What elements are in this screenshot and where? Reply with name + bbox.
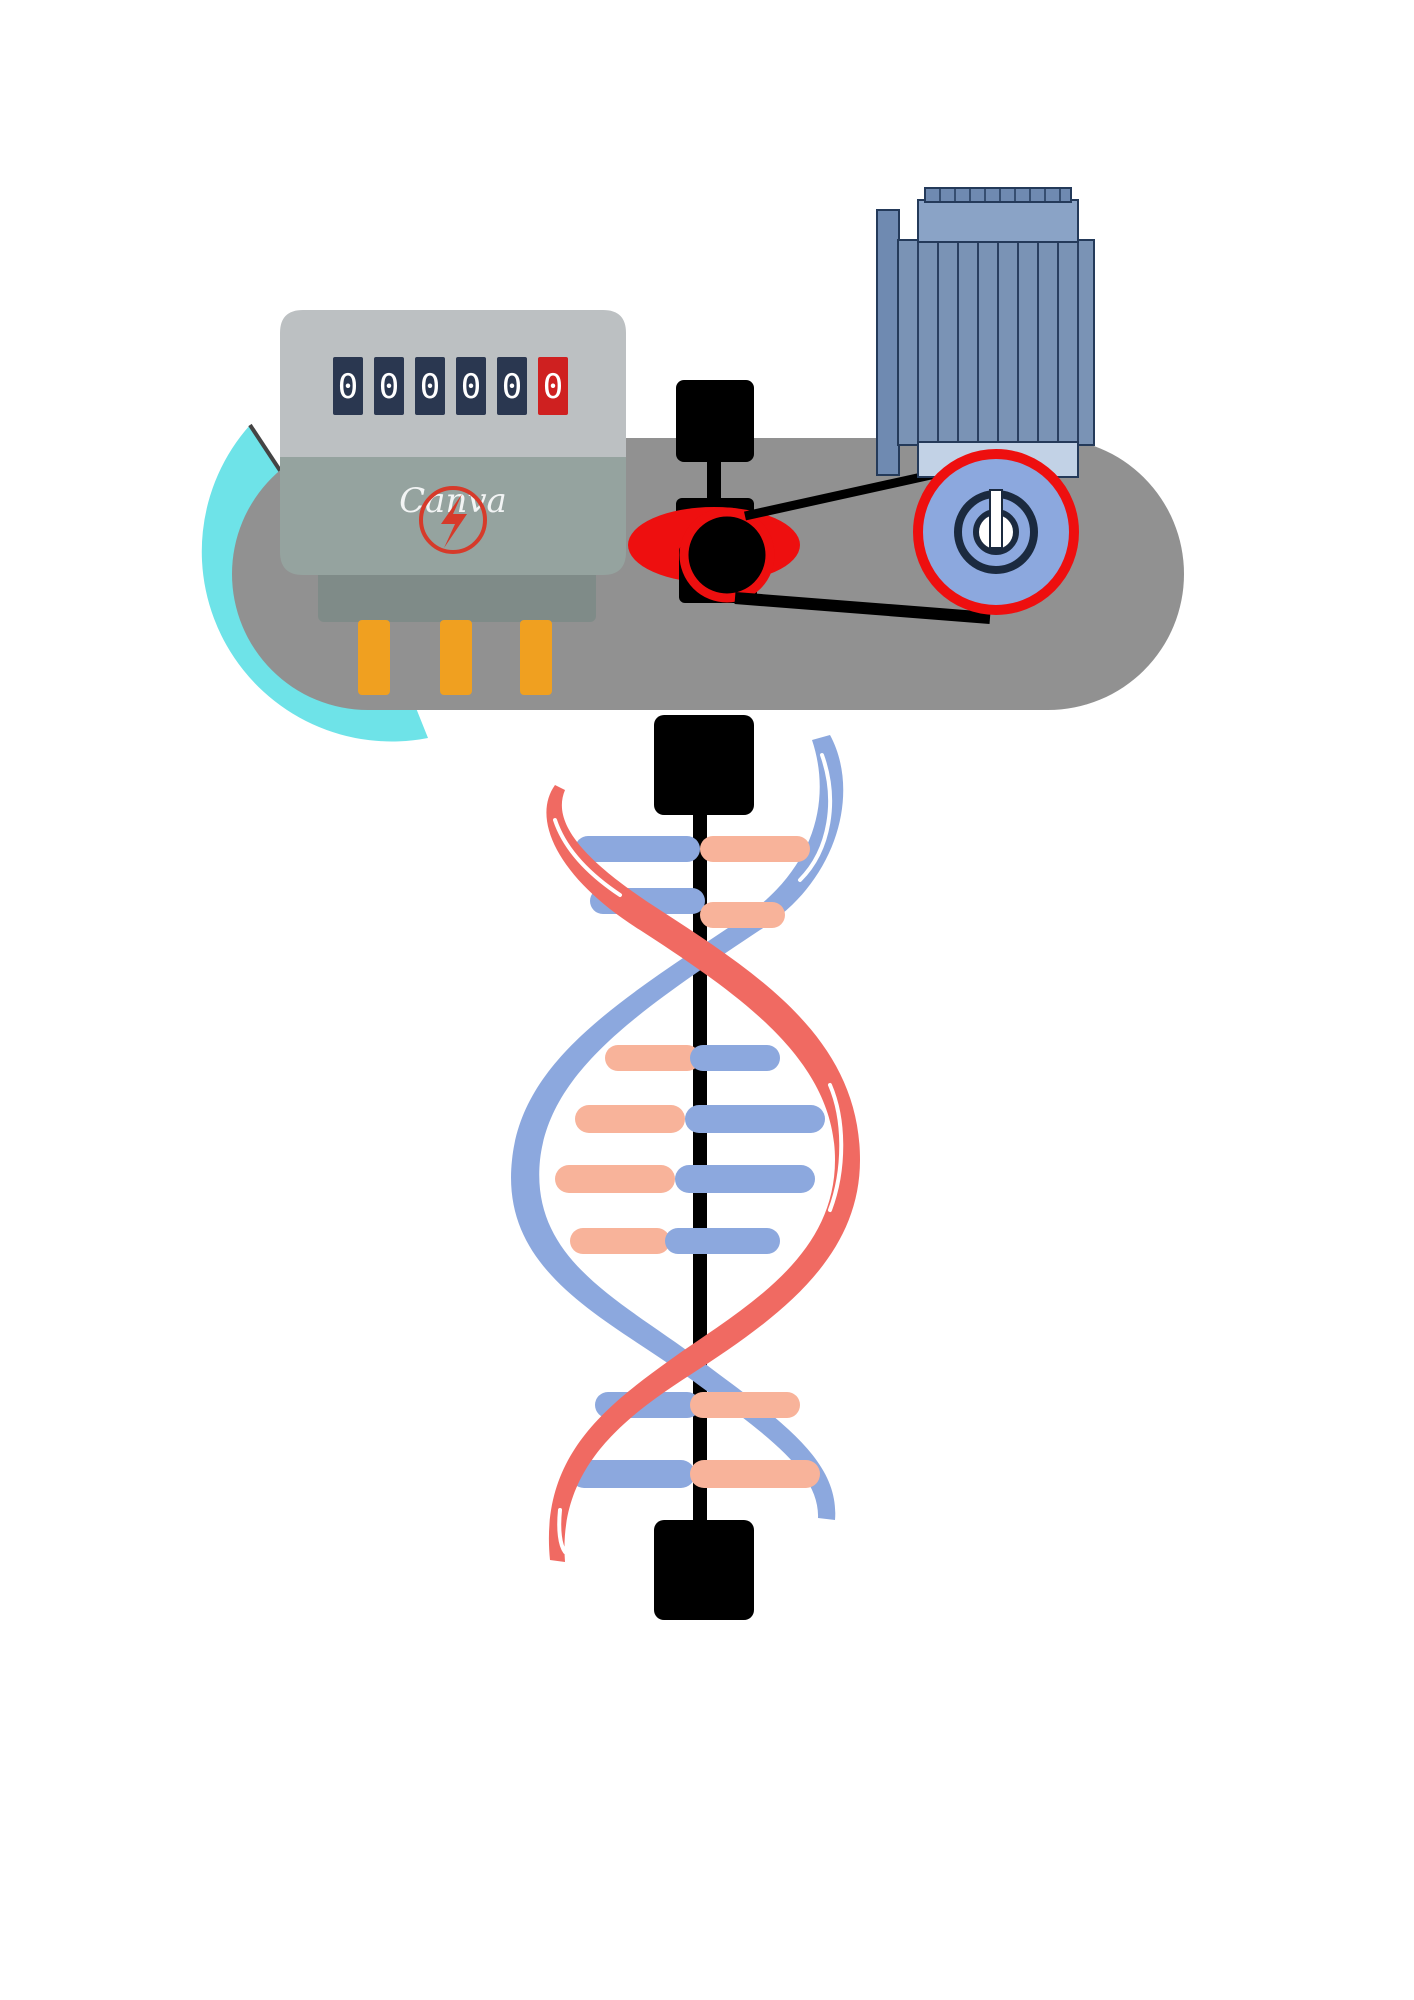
cyan-arc-tick bbox=[248, 423, 285, 477]
lightning-bolt-icon bbox=[419, 486, 487, 554]
meter-digit: 0 bbox=[543, 367, 563, 407]
meter-digit-box bbox=[497, 357, 527, 415]
dna-helix-icon bbox=[511, 735, 860, 1562]
drive-belt bbox=[734, 592, 991, 624]
meter-digit: 0 bbox=[379, 367, 399, 407]
meter-leg bbox=[358, 620, 390, 695]
meter-digit-box bbox=[333, 357, 363, 415]
meter-digit-box bbox=[456, 357, 486, 415]
dna-red-highlight bbox=[553, 818, 622, 897]
motor-fins bbox=[917, 240, 1079, 445]
meter-body-top bbox=[280, 310, 626, 457]
meter-digit-box bbox=[374, 357, 404, 415]
meter-display: 0 0 0 0 0 0 bbox=[333, 357, 568, 415]
electric-meter-icon: 0 0 0 0 0 0 Canva bbox=[280, 310, 626, 695]
motor-mount bbox=[876, 209, 900, 476]
dna-rung bbox=[555, 1165, 815, 1193]
dna-rung bbox=[575, 836, 810, 862]
meter-digit: 0 bbox=[461, 367, 481, 407]
meter-digit: 0 bbox=[338, 367, 358, 407]
meter-digit-box bbox=[415, 357, 445, 415]
motor-body bbox=[897, 239, 1095, 446]
motor-top-rim bbox=[924, 187, 1072, 203]
dna-rung bbox=[605, 1045, 780, 1071]
drive-pulley bbox=[679, 507, 775, 603]
drive-belt bbox=[744, 468, 941, 521]
drive-stem bbox=[707, 460, 721, 500]
electric-motor-icon bbox=[876, 187, 1095, 615]
drive-top-block bbox=[676, 380, 754, 462]
motor-shaft bbox=[989, 489, 1003, 549]
motor-top-ridges bbox=[939, 188, 1061, 202]
dna-rung bbox=[570, 1228, 780, 1254]
motor-top-cap bbox=[917, 199, 1079, 243]
dna-rung bbox=[570, 1460, 820, 1488]
shaft-top-coupling bbox=[654, 715, 754, 815]
dna-red-highlight bbox=[557, 1508, 567, 1554]
dna-red-strand bbox=[546, 785, 860, 1562]
shaft-bottom-coupling bbox=[654, 1520, 754, 1620]
meter-base bbox=[318, 560, 596, 622]
meter-digit: 0 bbox=[502, 367, 522, 407]
meter-leg bbox=[520, 620, 552, 695]
dna-blue-highlight bbox=[798, 753, 833, 882]
meter-digit-box bbox=[538, 357, 568, 415]
meter-digit: 0 bbox=[420, 367, 440, 407]
dna-rungs bbox=[555, 836, 825, 1488]
dna-rung bbox=[575, 1105, 825, 1133]
dna-red-highlight bbox=[828, 1083, 844, 1212]
belt-drive bbox=[628, 380, 991, 624]
meter-leg bbox=[440, 620, 472, 695]
